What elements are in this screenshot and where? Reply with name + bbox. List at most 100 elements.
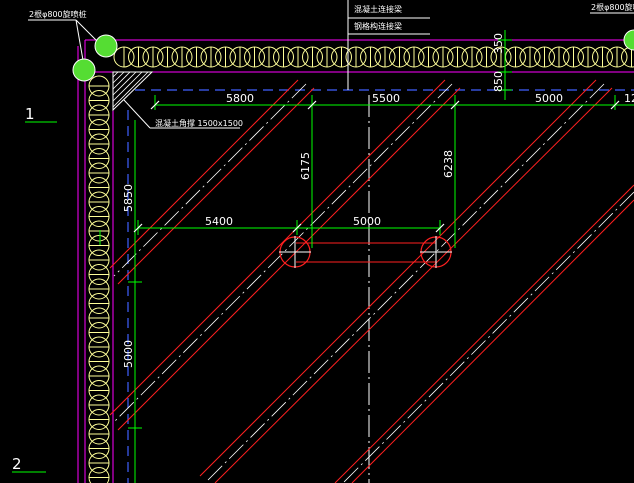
pile (88, 104, 110, 126)
pile (490, 46, 512, 68)
pile (403, 46, 425, 68)
pile (229, 46, 251, 68)
pile (447, 46, 468, 68)
pile (374, 46, 396, 68)
pile (548, 46, 570, 68)
pile (88, 191, 110, 213)
pile (302, 46, 323, 68)
axis-markers: 1 2 (12, 105, 57, 473)
pile (88, 394, 110, 416)
pile (128, 46, 149, 68)
pile (418, 46, 439, 68)
pile (88, 438, 110, 459)
pile (88, 409, 110, 430)
pile (88, 336, 110, 358)
pile (88, 365, 110, 387)
pile (200, 46, 222, 68)
pile (577, 46, 599, 68)
pile (360, 46, 381, 68)
pile (88, 75, 110, 97)
pile (432, 46, 454, 68)
pile (606, 46, 628, 68)
lattice-column-1 (279, 236, 311, 268)
pile (142, 46, 164, 68)
pile (88, 351, 110, 372)
dimension-ticks (133, 100, 620, 233)
corner-pad (112, 71, 154, 112)
pile (88, 293, 110, 314)
dim-6238: 6238 (442, 150, 455, 178)
lattice-column-2 (420, 236, 452, 268)
axis-label-1: 1 (25, 105, 35, 123)
pile (88, 90, 110, 111)
dim-850: 850 (492, 71, 505, 92)
pile (258, 46, 280, 68)
pile (88, 423, 110, 445)
strut-b (109, 79, 461, 431)
label-pile-corner-right: 2根φ800旋喷桩 (591, 2, 634, 12)
annotation-leaders (28, 0, 634, 129)
pile (88, 264, 110, 285)
pile (345, 46, 367, 68)
pile (88, 235, 110, 256)
tie-beam (296, 242, 436, 263)
pile (215, 46, 236, 68)
pile (476, 46, 497, 68)
pile (88, 467, 110, 483)
pile (316, 46, 338, 68)
strut-c (199, 79, 613, 483)
dim-12: 12 (624, 92, 634, 105)
dim-5000-mid: 5000 (353, 215, 381, 228)
pile (519, 46, 541, 68)
pile (534, 46, 555, 68)
pile (171, 46, 193, 68)
strut-centerlines (113, 83, 634, 483)
inner-dash-lines (127, 89, 634, 483)
pile (389, 46, 410, 68)
pile (113, 46, 135, 68)
pile (88, 452, 110, 474)
pile (88, 249, 110, 271)
dim-5000-top: 5000 (535, 92, 563, 105)
pile (88, 206, 110, 227)
pile (273, 46, 294, 68)
dimension-lines (99, 30, 634, 483)
pile (88, 220, 110, 242)
diagonal-struts (109, 79, 634, 483)
dim-6175: 6175 (299, 152, 312, 180)
pile-column-left (88, 75, 110, 483)
pile (88, 380, 110, 401)
pile (461, 46, 483, 68)
dim-5000-left: 5000 (122, 340, 135, 368)
pile-row-top (113, 46, 634, 68)
pile (592, 46, 613, 68)
dim-5500: 5500 (372, 92, 400, 105)
pile (157, 46, 178, 68)
label-corner-pad: 混凝土角撑 1500x1500 (155, 118, 243, 128)
pile (88, 278, 110, 300)
pile (88, 177, 110, 198)
axis-label-2: 2 (12, 455, 22, 473)
dim-5850: 5850 (122, 184, 135, 212)
pile (331, 46, 352, 68)
annotation-texts: 2根φ800旋喷桩 2根φ800旋喷桩 混凝土连接梁 钢格构连接梁 混凝土角撑 … (29, 2, 634, 128)
label-pile-corner-top: 2根φ800旋喷桩 (29, 9, 87, 19)
pile (88, 307, 110, 329)
perimeter-wall (77, 39, 634, 483)
label-legend-line-1: 混凝土连接梁 (354, 4, 402, 14)
dimension-texts: 5800 5500 5000 12 5400 5000 6175 6238 58… (122, 33, 634, 368)
pile (88, 133, 110, 155)
pile (88, 148, 110, 169)
pile (244, 46, 265, 68)
pile (88, 162, 110, 184)
pile (563, 46, 584, 68)
pile (88, 322, 110, 343)
label-legend-line-2: 钢格构连接梁 (354, 21, 402, 31)
dim-5800: 5800 (226, 92, 254, 105)
dim-350: 350 (492, 33, 505, 54)
corner-piles-green (72, 29, 634, 82)
strut-a (109, 79, 315, 285)
pile (88, 119, 110, 140)
strut-d (334, 184, 634, 483)
